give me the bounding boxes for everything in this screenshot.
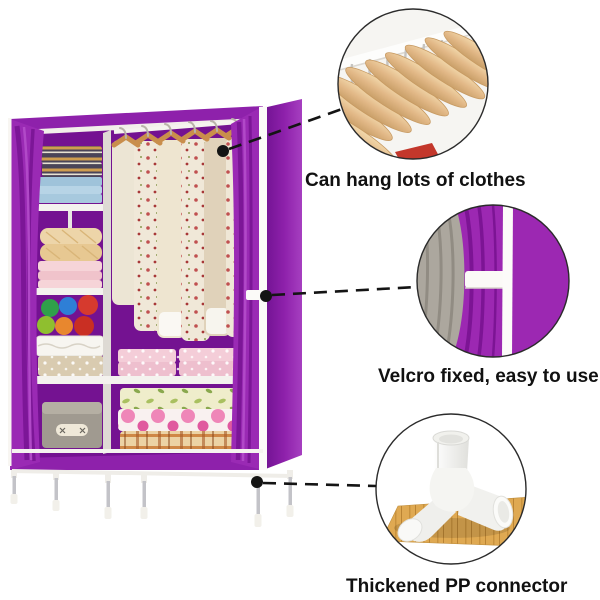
top-shelf-edge	[18, 118, 258, 136]
callout-circle-border	[416, 204, 570, 358]
rolled-towel-red	[78, 295, 98, 315]
rolled-towel-blue	[59, 297, 77, 315]
center-divider	[103, 130, 111, 454]
shelf-bar	[34, 376, 242, 384]
gray-storage-box-lid	[42, 402, 102, 414]
pillow-texture	[45, 229, 99, 260]
callout-circle-velcro-photo	[416, 204, 570, 358]
garment-knit	[112, 140, 140, 305]
red-garment-hint	[395, 143, 440, 159]
blanket-dots	[118, 348, 241, 376]
garment-cream	[157, 140, 186, 338]
leg	[140, 474, 148, 519]
striped-blankets	[40, 146, 102, 163]
garment-hem	[206, 308, 229, 334]
blue-folded-sheets	[38, 177, 102, 186]
green-floral-print	[120, 388, 238, 409]
callout-circle-border	[375, 413, 527, 565]
callout-lines	[228, 107, 418, 488]
rolled-towel-lime	[37, 316, 55, 334]
striped-blankets	[42, 162, 102, 177]
front-corner-trim	[259, 106, 267, 470]
wardrobe-top-trim	[8, 92, 302, 121]
callout-circle-border	[337, 8, 489, 160]
plaid-blanket	[120, 431, 238, 452]
blue-folded-sheets	[38, 186, 102, 194]
callout-label-velcro: Velcro fixed, easy to use	[378, 366, 599, 387]
garment-hem	[159, 312, 184, 336]
blue-folded-sheets	[38, 194, 102, 203]
callout-label-connector: Thickened PP connector	[346, 576, 568, 597]
leg	[52, 472, 60, 511]
callout-dot-velcro	[260, 290, 272, 302]
callout-circle-hangers-photo	[337, 8, 489, 160]
bottom-folded-blankets	[118, 388, 238, 452]
garment-floral-print	[181, 139, 210, 341]
rolled-towel-orange	[55, 317, 73, 335]
pink-blanket	[38, 261, 102, 271]
base-frame-bar	[12, 469, 292, 478]
legs	[10, 469, 294, 527]
quilt-texture	[37, 343, 101, 349]
left-curtain	[8, 118, 44, 470]
hanging-rail	[113, 119, 253, 134]
right-curtain	[231, 106, 267, 470]
velcro-band	[465, 271, 512, 288]
garment-floral-print	[134, 141, 163, 331]
white-strip	[502, 205, 513, 357]
leg	[286, 470, 294, 517]
callout-dot-hangers	[217, 145, 229, 157]
beige-floral-quilt-dots	[38, 356, 104, 376]
rolled-towel-red	[74, 316, 94, 336]
callout-line-velcro	[271, 285, 418, 297]
garment-beige	[204, 138, 231, 336]
box-stitches	[59, 427, 86, 434]
callout-label-hangers: Can hang lots of clothes	[305, 170, 526, 191]
wardrobe	[8, 92, 302, 527]
shelf-bar	[34, 288, 106, 295]
wardrobe-side-panel	[263, 94, 302, 470]
left-edge-trim	[8, 118, 12, 466]
pink-blanket	[38, 280, 102, 289]
callout-circle-connector-photo	[375, 413, 527, 565]
callout-dot-connector	[251, 476, 263, 488]
pp-connector	[397, 430, 514, 542]
bottom-hem-trim	[12, 449, 263, 453]
rolled-towel-green	[41, 299, 59, 317]
callout-line-connector	[262, 481, 377, 488]
shelf-bar	[34, 204, 106, 211]
shelf-support-pole	[68, 211, 72, 229]
leg	[10, 470, 18, 504]
leg	[104, 474, 112, 519]
left-column-shelves	[34, 146, 106, 448]
polka-dot-print	[118, 409, 238, 431]
pink-blanket	[38, 271, 102, 280]
